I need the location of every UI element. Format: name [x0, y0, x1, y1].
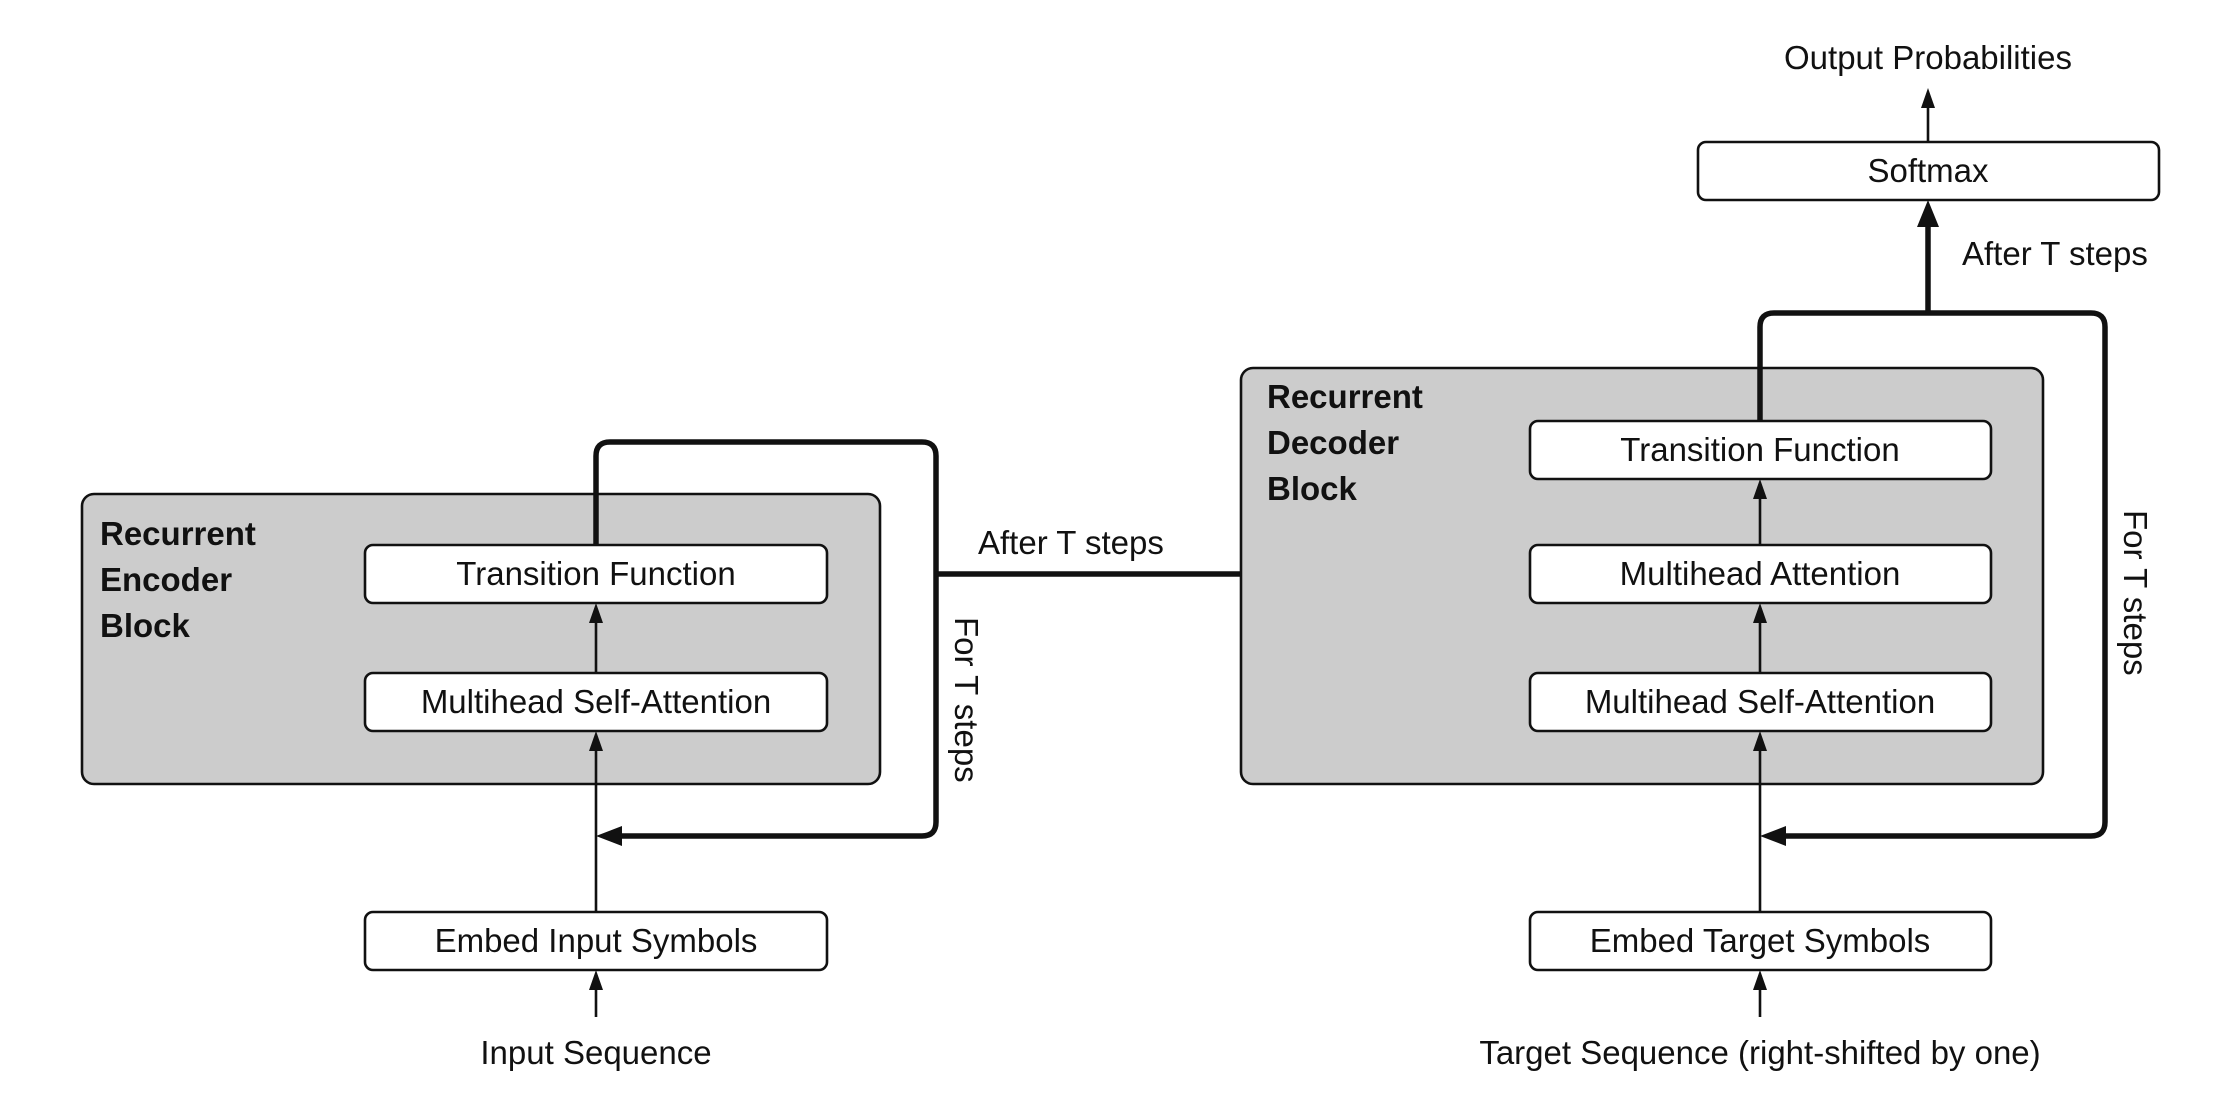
decoder-loop-label: For T steps	[2117, 510, 2154, 676]
encoder-self-attention-label: Multihead Self-Attention	[421, 683, 771, 720]
decoder-block-title: Recurrent Decoder Block	[1267, 378, 1432, 507]
encoder-transition-function-label: Transition Function	[456, 555, 735, 592]
encoder-block-title-line-1: Recurrent	[100, 515, 256, 552]
encoder-loop-label: For T steps	[948, 617, 985, 783]
decoder-embed-label: Embed Target Symbols	[1590, 922, 1931, 959]
encoder-block: Recurrent Encoder Block Transition Funct…	[80, 492, 882, 786]
decoder-attention-box: Multihead Attention	[1528, 543, 1993, 605]
decoder-block-title-line-2: Decoder	[1267, 424, 1399, 461]
encoder-embed-box: Embed Input Symbols	[363, 910, 829, 972]
encoder-input-arrow	[589, 970, 603, 1017]
decoder-attention-label: Multihead Attention	[1620, 555, 1901, 592]
decoder-recurrence-loop	[1757, 310, 2108, 846]
decoder-embed-box: Embed Target Symbols	[1528, 910, 1993, 972]
softmax-to-output-arrow	[1921, 88, 1935, 142]
encoder-block-title: Recurrent Encoder Block	[100, 515, 265, 644]
decoder-block-title-line-3: Block	[1267, 470, 1358, 507]
decoder-input-sequence-label: Target Sequence (right-shifted by one)	[1479, 1034, 2040, 1071]
decoder-transition-function-label: Transition Function	[1620, 431, 1899, 468]
encoder-attention-to-transition-arrow	[589, 603, 603, 673]
encoder-self-attention-box: Multihead Self-Attention	[363, 671, 829, 733]
output-probabilities-label: Output Probabilities	[1784, 39, 2072, 76]
encoder-embed-to-attention-arrow	[589, 731, 603, 912]
encoder-embed-label: Embed Input Symbols	[435, 922, 758, 959]
output-after-steps-label: After T steps	[1962, 235, 2148, 272]
encoder-block-title-line-2: Encoder	[100, 561, 232, 598]
encoder-block-title-line-3: Block	[100, 607, 191, 644]
encoder-to-decoder-label: After T steps	[978, 524, 1164, 561]
encoder-input-sequence-label: Input Sequence	[480, 1034, 711, 1071]
decoder-attention-to-transition-arrow	[1753, 479, 1767, 545]
encoder-transition-function-box: Transition Function	[363, 543, 829, 605]
decoder-block-title-line-1: Recurrent	[1267, 378, 1423, 415]
decoder-self-attention-box: Multihead Self-Attention	[1528, 671, 1993, 733]
decoder-self-attention-label: Multihead Self-Attention	[1585, 683, 1935, 720]
decoder-block: Recurrent Decoder Block Transition Funct…	[1239, 366, 2045, 786]
decoder-to-softmax-arrow	[1917, 200, 1939, 313]
encoder-recurrence-loop	[593, 439, 939, 846]
softmax-box: Softmax	[1696, 140, 2161, 202]
decoder-input-arrow	[1753, 970, 1767, 1017]
softmax-label: Softmax	[1867, 152, 1989, 189]
decoder-embed-to-self-attention-arrow	[1753, 731, 1767, 912]
decoder-transition-function-box: Transition Function	[1528, 419, 1993, 481]
decoder-self-attention-to-attention-arrow	[1753, 603, 1767, 673]
